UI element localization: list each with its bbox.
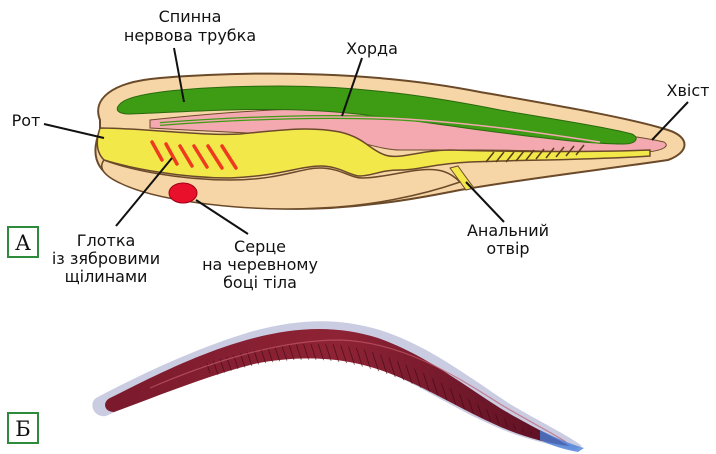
label-heart-3: боці тіла <box>223 273 297 292</box>
label-notochord: Хорда <box>346 39 398 58</box>
heart <box>169 183 197 203</box>
lancelet-photo: Б <box>8 321 584 452</box>
label-heart-2: на черевному <box>202 255 318 274</box>
label-nerve-tube-1: Спинна <box>159 7 222 26</box>
label-heart-1: Серце <box>234 237 286 256</box>
label-tail: Хвіст <box>667 81 710 100</box>
panel-a-label: А <box>15 231 31 255</box>
label-anus-1: Анальний <box>467 221 549 240</box>
label-pharynx-3: щілинами <box>65 267 148 286</box>
label-nerve-tube-2: нервова трубка <box>124 26 256 45</box>
panel-b-label: Б <box>15 417 30 441</box>
label-mouth: Рот <box>12 111 41 130</box>
leader-mouth <box>44 124 104 138</box>
label-pharynx-1: Глотка <box>77 231 136 250</box>
label-pharynx-2: із зябровими <box>52 249 160 268</box>
label-anus-2: отвір <box>486 239 529 258</box>
lancelet-schematic: Спинна нервова трубка Хорда Хвіст Рот Гл… <box>8 7 709 292</box>
leader-anus <box>466 182 504 222</box>
